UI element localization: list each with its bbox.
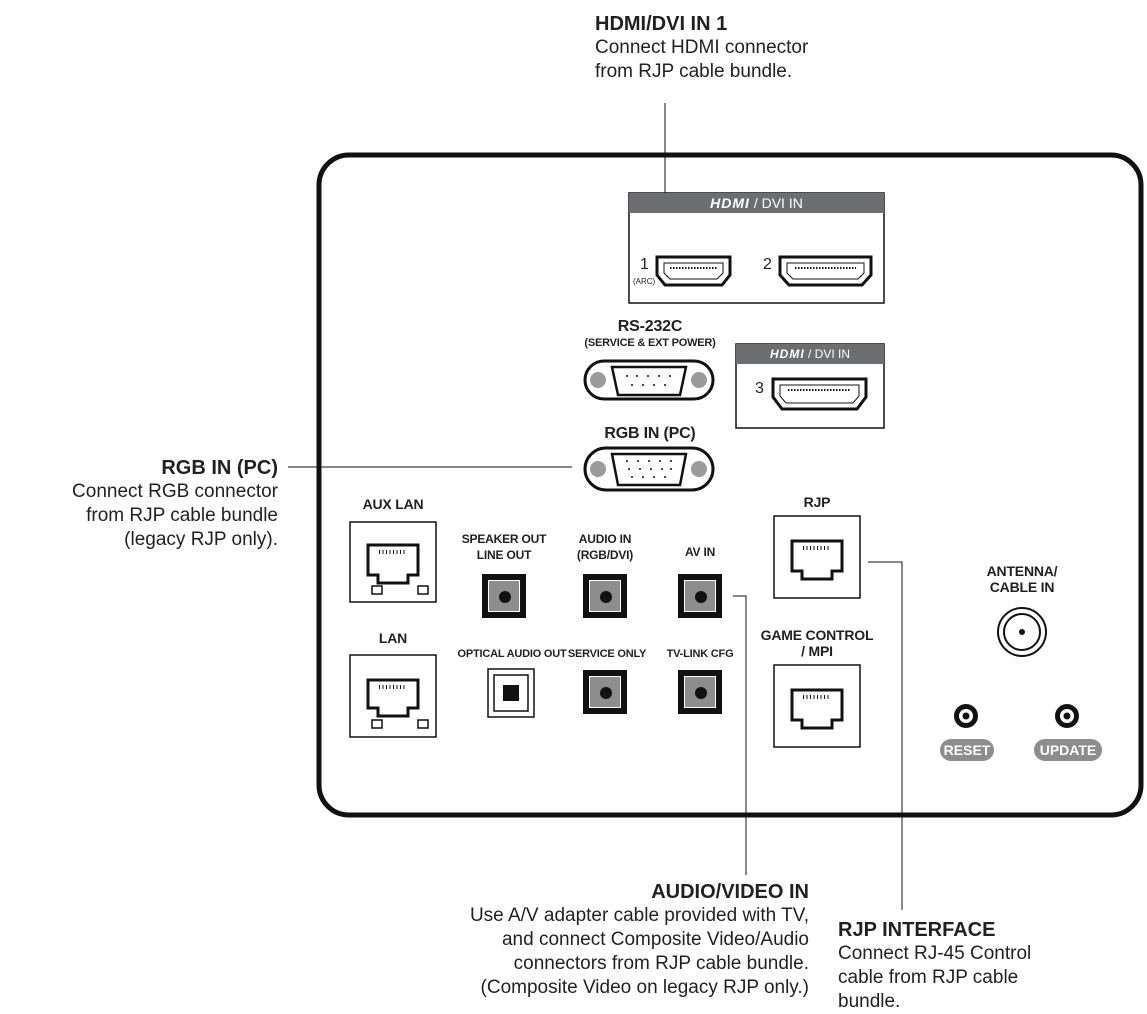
audio-in-label-1: AUDIO IN bbox=[578, 532, 632, 546]
hdmi-logo: HDMI bbox=[769, 347, 805, 361]
callout-rgb-line-2: from RJP cable bundle bbox=[86, 505, 278, 526]
callout-rgb-title: RGB IN (PC) bbox=[161, 457, 278, 479]
callout-av-line-4: (Composite Video on legacy RJP only.) bbox=[480, 977, 809, 998]
game-control-label-2: / MPI bbox=[801, 643, 833, 659]
antenna-label-2: CABLE IN bbox=[989, 579, 1055, 595]
rjp-label: RJP bbox=[803, 494, 831, 510]
audio-in-jack[interactable] bbox=[583, 574, 627, 618]
rjp-port bbox=[773, 515, 861, 599]
reset-button[interactable]: RESET bbox=[940, 739, 994, 761]
game-control-label-1: GAME CONTROL bbox=[760, 627, 874, 643]
reset-hole bbox=[954, 704, 978, 728]
callout-av: AUDIO/VIDEO IN Use A/V adapter cable pro… bbox=[470, 880, 809, 1000]
update-hole bbox=[1055, 704, 1079, 728]
callout-rjp-line-1: Connect RJ-45 Control bbox=[838, 943, 1032, 964]
rs232-sub-label: (SERVICE & EXT POWER) bbox=[584, 337, 716, 349]
rs232-connector bbox=[583, 359, 715, 401]
hdmi-group-header: HDMI / DVI IN bbox=[630, 194, 883, 213]
service-only-jack[interactable] bbox=[583, 670, 627, 714]
aux-lan-port bbox=[349, 521, 437, 603]
leader-av bbox=[733, 595, 747, 875]
hdmi-port-1-arc: (ARC) bbox=[633, 277, 656, 286]
hdmi-port-1 bbox=[655, 255, 732, 287]
av-in-jack[interactable] bbox=[678, 574, 722, 618]
speaker-out-label-1: SPEAKER OUT bbox=[461, 532, 547, 546]
callout-hdmi: HDMI/DVI IN 1 Connect HDMI connector fro… bbox=[595, 12, 808, 84]
game-control-port bbox=[773, 664, 861, 748]
rgb-in-connector bbox=[583, 446, 715, 492]
aux-lan-label: AUX LAN bbox=[362, 496, 424, 512]
antenna-connector bbox=[997, 607, 1047, 657]
callout-av-line-1: Use A/V adapter cable provided with TV, bbox=[469, 905, 809, 926]
leader-rjp bbox=[868, 561, 903, 910]
hdmi-port-2-number: 2 bbox=[763, 256, 772, 273]
lan-port bbox=[349, 654, 437, 738]
av-in-label: AV IN bbox=[684, 545, 716, 559]
optical-audio-port bbox=[487, 668, 535, 718]
callout-rgb-line-3: (legacy RJP only). bbox=[124, 529, 278, 550]
panel-outline bbox=[316, 152, 1144, 818]
hdmi-port-1-number: 1 bbox=[640, 256, 649, 273]
hdmi-port-2 bbox=[778, 255, 873, 287]
callout-rgb-line-1: Connect RGB connector bbox=[72, 481, 278, 502]
callout-av-line-3: connectors from RJP cable bundle. bbox=[513, 953, 809, 974]
rs232-label: RS-232C bbox=[617, 318, 683, 336]
lan-label: LAN bbox=[378, 630, 408, 646]
audio-in-label-2: (RGB/DVI) bbox=[576, 548, 634, 562]
hdmi-logo: HDMI bbox=[710, 195, 750, 211]
callout-rjp: RJP INTERFACE Connect RJ-45 Control cabl… bbox=[838, 918, 1031, 1014]
rgb-in-label: RGB IN (PC) bbox=[604, 425, 696, 442]
speaker-out-label-2: LINE OUT bbox=[476, 548, 532, 562]
antenna-label-1: ANTENNA/ bbox=[986, 563, 1058, 579]
callout-rjp-line-2: cable from RJP cable bbox=[838, 967, 1019, 988]
callout-rjp-line-3: bundle. bbox=[838, 991, 901, 1012]
callout-hdmi-line-2: from RJP cable bundle. bbox=[595, 61, 793, 82]
tv-link-label: TV-LINK CFG bbox=[666, 648, 734, 660]
callout-av-title: AUDIO/VIDEO IN bbox=[651, 881, 809, 903]
hdmi-group-suffix: / DVI IN bbox=[753, 195, 803, 211]
hdmi-single-suffix: / DVI IN bbox=[808, 347, 851, 361]
optical-label: OPTICAL AUDIO OUT bbox=[457, 648, 567, 660]
rs232-title: RS-232C bbox=[617, 318, 683, 335]
hdmi-port-3 bbox=[771, 377, 868, 411]
callout-rjp-title: RJP INTERFACE bbox=[838, 919, 996, 941]
callout-hdmi-title: HDMI/DVI IN 1 bbox=[595, 13, 728, 35]
speaker-out-jack[interactable] bbox=[482, 574, 526, 618]
callout-hdmi-line-1: Connect HDMI connector bbox=[595, 37, 809, 58]
callout-av-line-2: and connect Composite Video/Audio bbox=[501, 929, 809, 950]
callout-rgb: RGB IN (PC) Connect RGB connector from R… bbox=[72, 456, 278, 552]
hdmi-single-header: HDMI / DVI IN bbox=[737, 345, 883, 364]
tv-link-cfg-jack[interactable] bbox=[678, 670, 722, 714]
update-button[interactable]: UPDATE bbox=[1034, 739, 1102, 761]
hdmi-port-3-number: 3 bbox=[755, 380, 764, 397]
service-only-label: SERVICE ONLY bbox=[567, 648, 647, 660]
